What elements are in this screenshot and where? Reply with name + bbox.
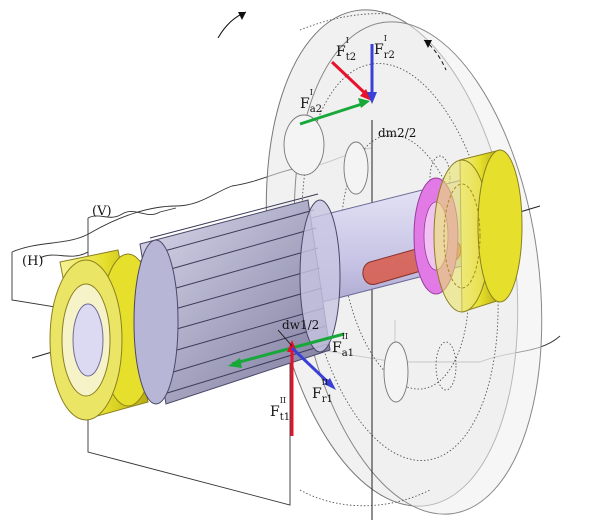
force-label-fa2-sub: a2 (309, 103, 323, 115)
force-label-fa1-sup: II (341, 332, 349, 341)
dm2-label: dm2/2 (378, 126, 417, 140)
force-label-fr1-sub: r1 (321, 393, 333, 405)
dw1-label: dw1/2 (282, 318, 320, 332)
force-fa1-arrow (231, 332, 345, 366)
rotation-arrow-left-head (238, 12, 246, 20)
lower-force-group (228, 329, 345, 436)
force-label-ft2-sub: t2 (345, 51, 357, 63)
force-label-ft1-sup: II (279, 396, 287, 405)
force-fr1-arrow (290, 346, 334, 388)
pinion-gear (133, 193, 341, 405)
force-label-fr1-sup: II (321, 378, 329, 387)
upper-force-group (299, 44, 377, 126)
rotation-arrows (217, 11, 447, 71)
force-label-ft1-sub: t1 (279, 411, 291, 423)
force-label-fr2-sup: I (383, 34, 387, 43)
right-bearing (413, 149, 523, 313)
rotation-arrow-right-head (424, 40, 432, 48)
force-label-ft2-sup: I (345, 36, 349, 45)
force-label-fa2-base: F (300, 96, 310, 112)
force-label-fr1-base: F (312, 386, 322, 402)
dw1-radius-line (277, 329, 293, 347)
force-label-fa1-sub: a1 (341, 347, 355, 359)
plane-h-label: (H) (22, 254, 44, 269)
force-label-fa1-base: F (332, 340, 342, 356)
force-label-ft2-base: F (336, 44, 346, 60)
left-bearing (49, 249, 157, 421)
force-label-fr2-base: F (374, 42, 384, 58)
force-fa2-arrow (299, 102, 363, 126)
plane-v-label: (V) (92, 204, 112, 219)
force-label-ft1-base: F (270, 404, 280, 420)
force-label-fr2-sub: r2 (383, 49, 395, 61)
force-label-fa2-sup: I (309, 88, 313, 97)
force-ft2-arrow (330, 60, 370, 98)
